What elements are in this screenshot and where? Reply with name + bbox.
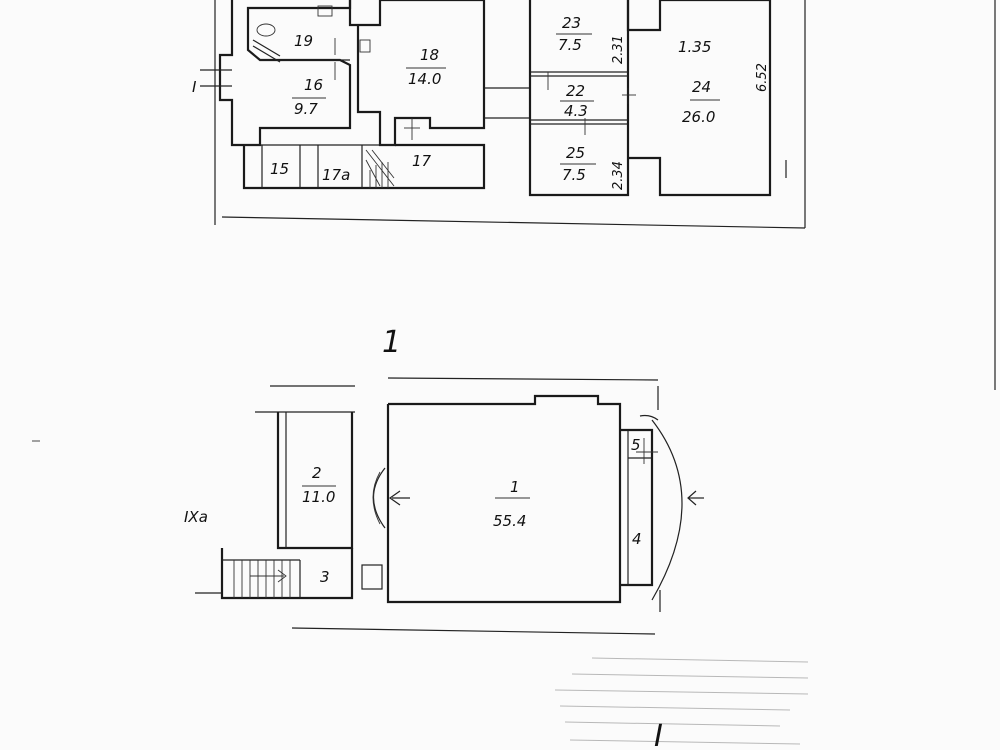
lower-guide-top-right xyxy=(387,377,659,381)
footer-mark: I xyxy=(654,719,663,750)
room-24-area: 26.0 xyxy=(682,108,715,126)
lower-labels: 2 11.0 1 55.4 3 4 5 IXa xyxy=(184,436,642,586)
upper-labels: 19 16 9.7 18 14.0 15 17a 17 23 7.5 22 4.… xyxy=(192,14,770,190)
fixture-18 xyxy=(359,39,371,53)
room-22-number: 22 xyxy=(566,82,585,100)
room-23-number: 23 xyxy=(562,14,581,32)
room-4-number: 4 xyxy=(632,530,642,548)
room-25-area: 7.5 xyxy=(562,166,586,184)
door-arc-left xyxy=(373,467,386,529)
lower-plan xyxy=(32,377,704,635)
room-17-number: 17 xyxy=(412,152,432,170)
stairs-room3-walls xyxy=(220,548,354,600)
floor-labels: 1 xyxy=(382,325,401,360)
small-box-left xyxy=(361,564,383,590)
stairs-lower xyxy=(233,560,291,598)
floor-mark: 1 xyxy=(382,325,401,360)
fixture-19 xyxy=(317,5,333,17)
stairs-17a xyxy=(365,149,395,188)
room-19-16-walls xyxy=(218,0,352,147)
arrow-left-head xyxy=(388,490,401,506)
footer-labels: I xyxy=(654,719,663,750)
room-17a-label: 17a xyxy=(322,166,350,184)
room-1-area: 55.4 xyxy=(493,512,526,530)
upper-frame-bottom xyxy=(221,216,806,229)
room-16-area: 9.7 xyxy=(294,100,318,118)
room-2-walls xyxy=(276,412,354,550)
door-arc-right-top xyxy=(639,414,659,421)
upper-side-mark: I xyxy=(192,78,197,96)
room-2-area: 11.0 xyxy=(302,488,335,506)
room-2-number: 2 xyxy=(312,464,322,482)
rooms-4-5-walls xyxy=(620,428,654,587)
room-1-walls xyxy=(386,394,622,604)
room-25-number: 25 xyxy=(566,144,585,162)
room-24-walls xyxy=(626,0,772,197)
room-24-number: 24 xyxy=(692,78,711,96)
diagonal-wall xyxy=(252,39,281,57)
room-1-number: 1 xyxy=(510,478,520,496)
door-arc-right xyxy=(651,419,683,601)
room-19-number: 19 xyxy=(294,32,313,50)
dimension-6-52: 6.52 xyxy=(755,63,770,92)
room-22-area: 4.3 xyxy=(564,102,588,120)
lower-guide-bottom xyxy=(291,627,656,635)
sink-19 xyxy=(256,23,276,37)
room-23-area: 7.5 xyxy=(558,36,582,54)
room-16-number: 16 xyxy=(304,76,323,94)
faint-stamp xyxy=(554,657,809,745)
lower-side-mark: IXa xyxy=(184,508,208,526)
dimension-1-35: 1.35 xyxy=(678,38,711,56)
room-3-number: 3 xyxy=(320,568,330,586)
dimension-2-31: 2.31 xyxy=(611,35,626,64)
door-arc-left-inner xyxy=(372,471,381,525)
bottom-strip-walls xyxy=(242,143,486,190)
room-5-number: 5 xyxy=(631,436,641,454)
room-18-walls xyxy=(348,0,486,147)
room-15-number: 15 xyxy=(270,160,289,178)
room-18-area: 14.0 xyxy=(408,70,441,88)
room-18-number: 18 xyxy=(420,46,439,64)
upper-plan xyxy=(200,0,806,229)
arrow-right-head xyxy=(687,490,697,506)
diagonal-wall-2 xyxy=(252,45,281,63)
dimension-2-34: 2.34 xyxy=(611,161,626,190)
